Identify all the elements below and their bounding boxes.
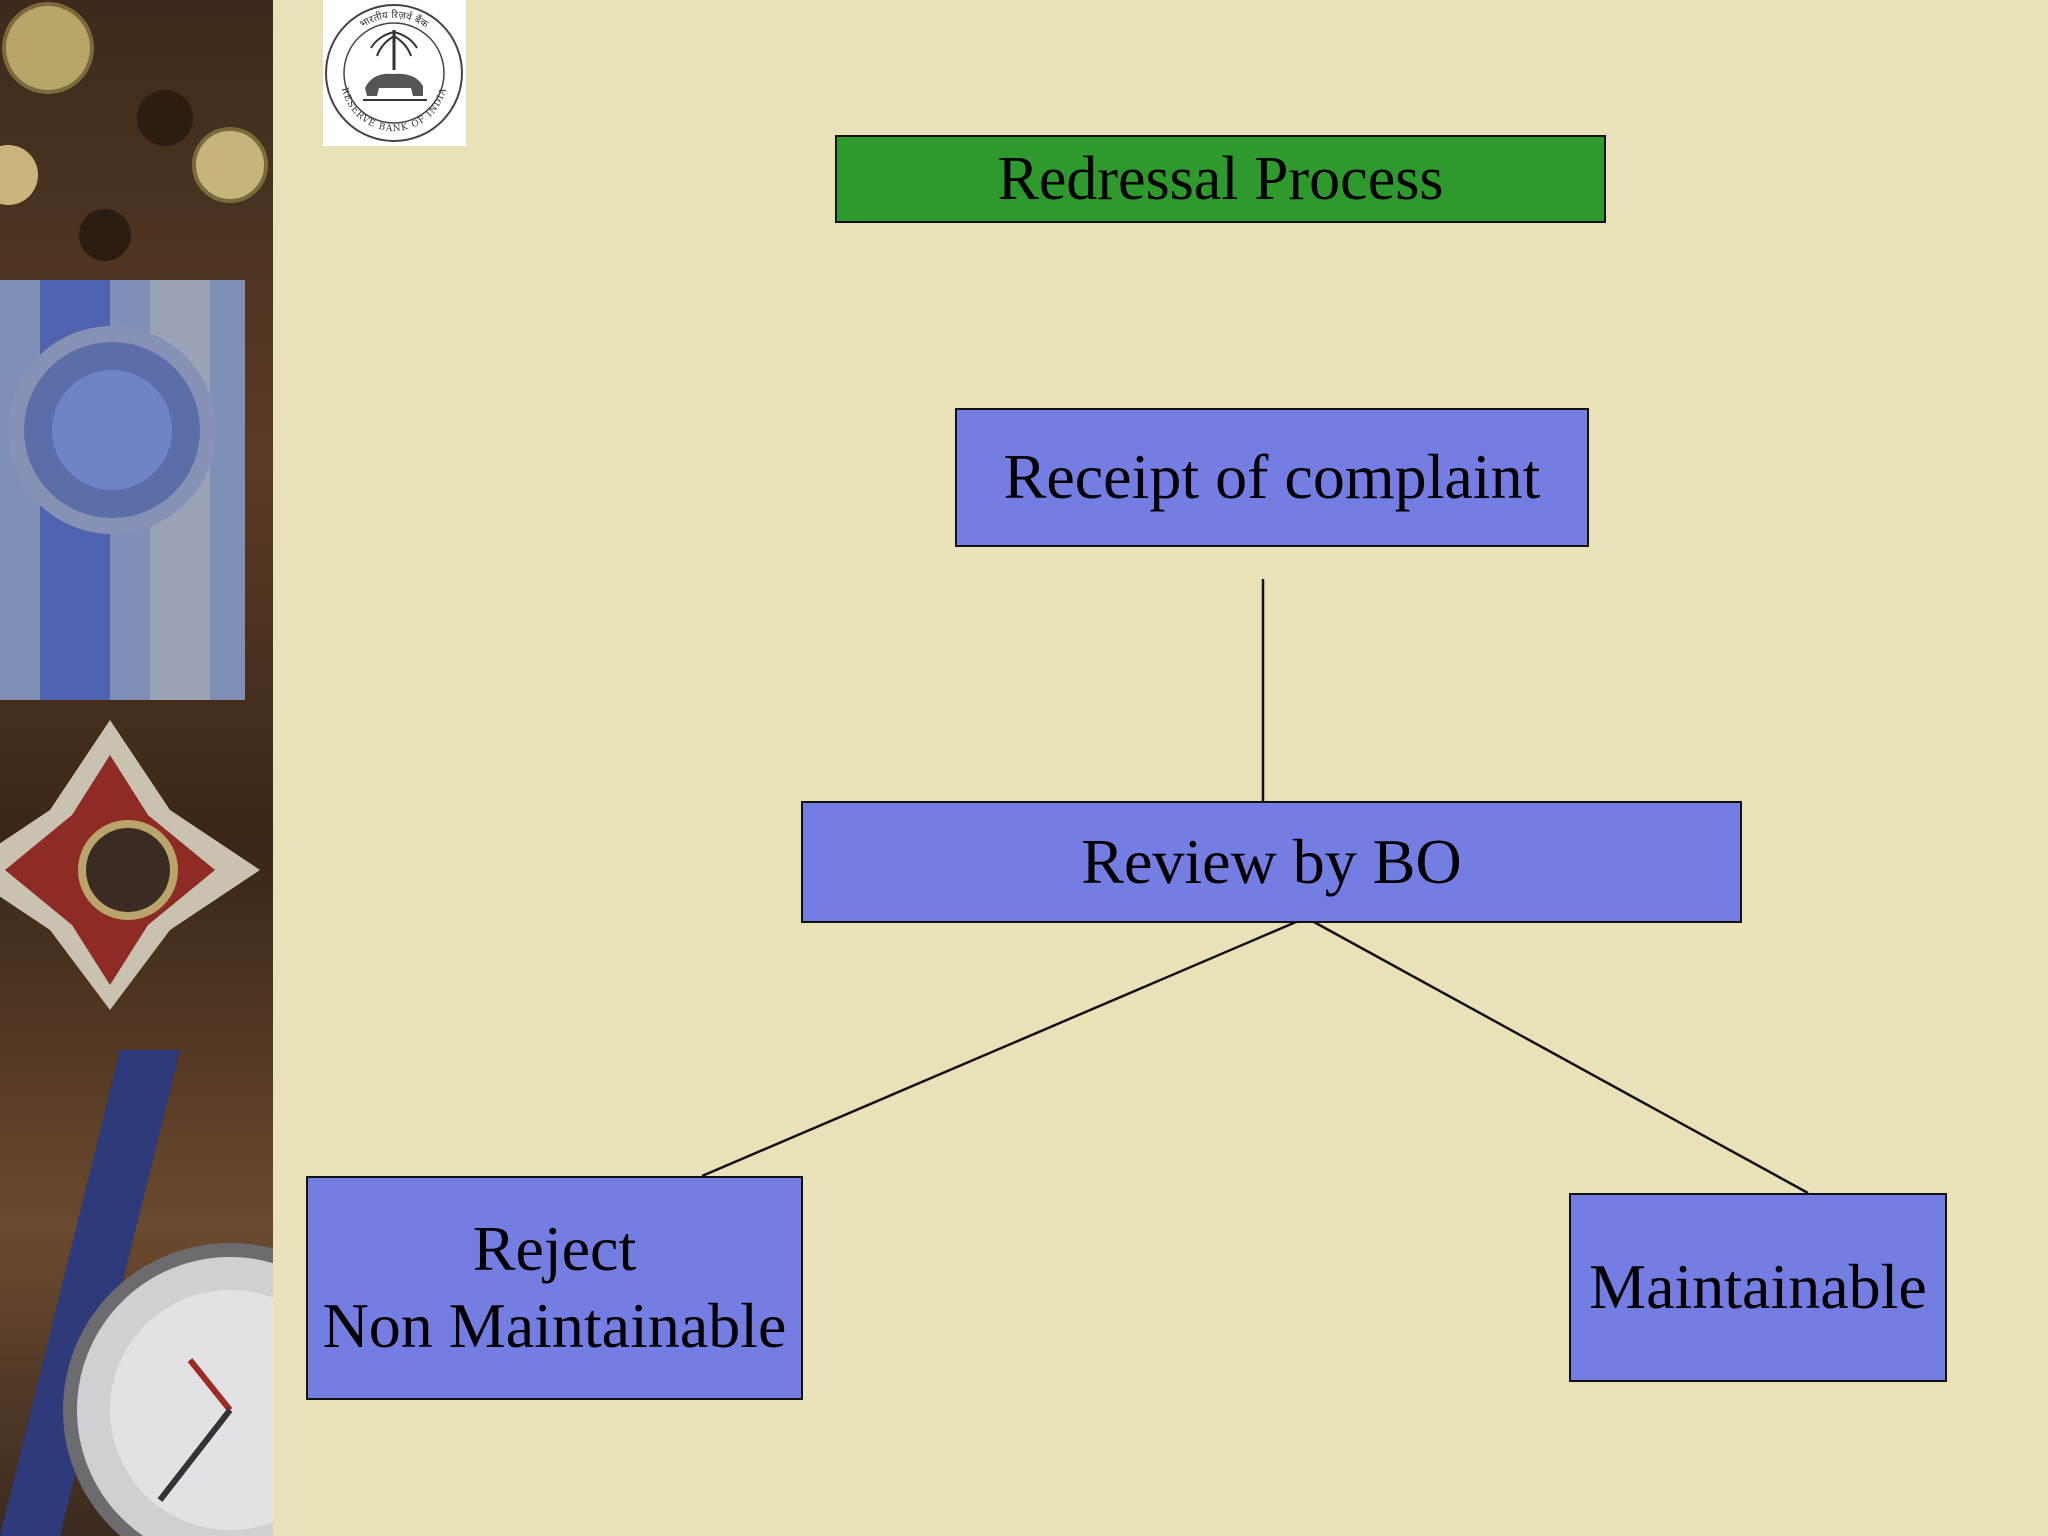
node-review-by-bo: Review by BO bbox=[801, 801, 1742, 923]
connector-review-maintainable bbox=[1313, 920, 1809, 1195]
slide-title-text: Redressal Process bbox=[997, 144, 1444, 213]
node-reject-line2: Non Maintainable bbox=[322, 1290, 787, 1361]
rbi-logo: भारतीय रिज़र्व बैंक RESERVE BANK OF INDI… bbox=[323, 0, 466, 146]
node-reject-non-maintainable: Reject Non Maintainable bbox=[306, 1176, 803, 1400]
node-review-label: Review by BO bbox=[1081, 825, 1462, 897]
medal-collage-image bbox=[0, 2, 273, 1536]
node-reject-line1: Reject bbox=[472, 1213, 637, 1285]
node-receipt-label: Receipt of complaint bbox=[1003, 441, 1541, 513]
node-maintainable-label: Maintainable bbox=[1589, 1251, 1927, 1323]
rbi-seal-icon: भारतीय रिज़र्व बैंक RESERVE BANK OF INDI… bbox=[325, 4, 463, 142]
decorative-side-photo bbox=[0, 0, 273, 1536]
node-maintainable: Maintainable bbox=[1569, 1193, 1947, 1382]
node-receipt-of-complaint: Receipt of complaint bbox=[955, 408, 1589, 547]
slide-title: Redressal Process bbox=[835, 135, 1606, 223]
connector-review-reject bbox=[701, 920, 1297, 1178]
